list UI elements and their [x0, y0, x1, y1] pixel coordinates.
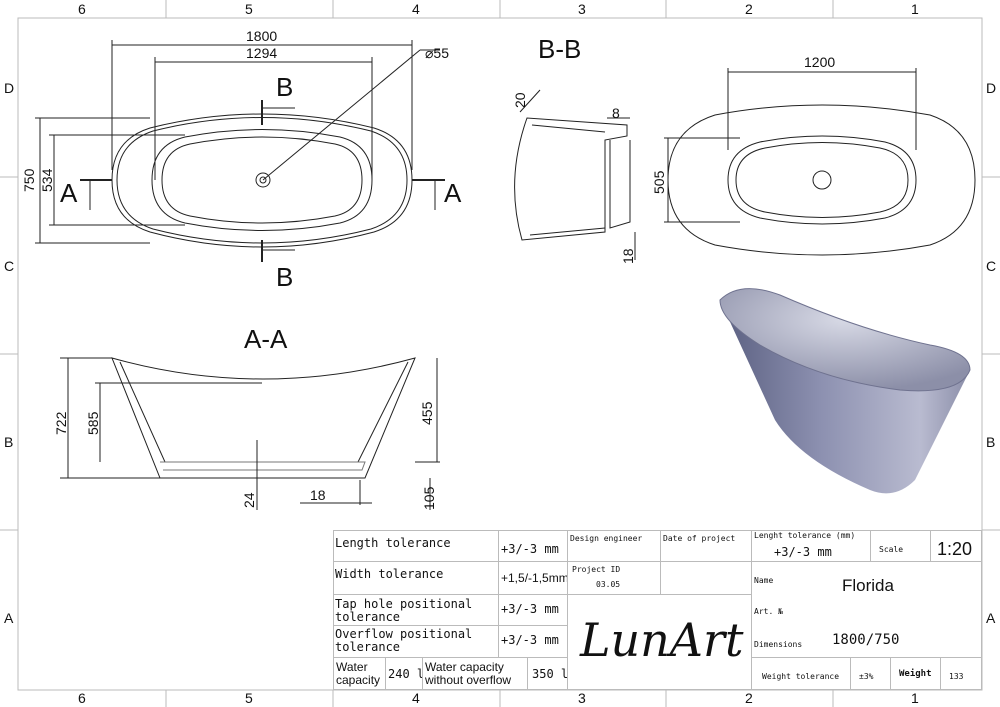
top-view [35, 40, 445, 262]
dim-750: 750 [21, 168, 37, 192]
project-id-label: Project ID [572, 565, 621, 574]
dim-505: 505 [651, 170, 667, 194]
row-label: C [4, 258, 15, 274]
water-capacity-no-overflow-label: Water capacity without overflow [425, 660, 512, 687]
date-label: Date of project [663, 534, 736, 543]
length-tolerance-label: Length tolerance [335, 536, 451, 550]
project-id-value: 03.05 [596, 580, 621, 589]
bathtub-3d-render [719, 288, 971, 494]
section-aa-title: A-A [244, 324, 288, 354]
column-label: 5 [245, 1, 253, 17]
width-tolerance-label: Width tolerance [335, 567, 444, 581]
tap-hole-value: +3/-3 mm [501, 602, 559, 616]
section-mark-b-top: B [276, 72, 293, 102]
name-label: Name [754, 576, 774, 585]
column-label: 1 [911, 690, 919, 706]
dim-bb-8: 8 [612, 105, 620, 121]
column-label: 6 [78, 690, 86, 706]
dim-24: 24 [241, 492, 257, 508]
dim-585: 585 [85, 411, 101, 435]
dimensions-value: 1800/750 [832, 632, 900, 648]
row-label: D [4, 80, 15, 96]
dim-455: 455 [419, 401, 435, 425]
dim-18: 18 [310, 487, 326, 503]
row-label: D [986, 80, 997, 96]
length-tolerance-value: +3/-3 mm [501, 542, 559, 556]
dim-1800: 1800 [246, 28, 277, 44]
width-tolerance-value: +1,5/-1,5mm [501, 571, 569, 585]
lenght-tolerance-value: +3/-3 mm [774, 545, 832, 559]
row-label: C [986, 258, 997, 274]
dim-bb-18: 18 [620, 248, 636, 264]
row-label: B [986, 434, 996, 450]
section-mark-a-left: A [60, 178, 78, 208]
column-label: 2 [745, 690, 753, 706]
column-label: 1 [911, 1, 919, 17]
column-label: 5 [245, 690, 253, 706]
art-number-label: Art. № [754, 607, 783, 616]
column-label: 4 [412, 1, 420, 17]
section-bb-title: B-B [538, 34, 581, 64]
column-label: 4 [412, 690, 420, 706]
section-mark-b-bottom: B [276, 262, 293, 292]
signature: LunArt [580, 613, 744, 667]
column-label: 3 [578, 1, 586, 17]
dim-534: 534 [39, 168, 55, 192]
water-capacity-no-overflow-value: 350 l [532, 667, 569, 681]
dim-1200: 1200 [804, 54, 835, 70]
weight-tolerance-value: ±3% [859, 672, 874, 681]
scale-value: 1:20 [937, 539, 973, 559]
scale-label: Scale [879, 545, 904, 554]
section-mark-a-right: A [444, 178, 462, 208]
dim-722: 722 [53, 411, 69, 435]
dimensions-label: Dimensions [754, 640, 803, 649]
lenght-tolerance-label: Lenght tolerance (mm) [754, 531, 856, 540]
row-label: B [4, 434, 14, 450]
weight-tolerance-label: Weight tolerance [762, 672, 840, 681]
section-bb [514, 89, 636, 260]
top-view-right [664, 68, 976, 256]
product-name: Florida [842, 576, 894, 595]
dim-drain: ⌀55 [425, 45, 449, 61]
row-label: A [4, 610, 14, 626]
section-aa [60, 357, 440, 510]
dim-bb-20: 20 [512, 92, 528, 108]
column-label: 2 [745, 1, 753, 17]
water-capacity-value: 240 l [388, 667, 425, 681]
dim-105: 105 [421, 486, 437, 510]
design-engineer-label: Design engineer [570, 534, 643, 543]
dim-1294: 1294 [246, 45, 277, 61]
water-capacity-label: Water capacity [336, 660, 381, 687]
row-label: A [986, 610, 996, 626]
overflow-label: Overflow positional tolerance [335, 627, 473, 654]
column-label: 3 [578, 690, 586, 706]
tap-hole-label: Tap hole positional tolerance [335, 597, 473, 624]
overflow-value: +3/-3 mm [501, 633, 559, 647]
weight-value: 133 [949, 672, 964, 681]
column-label: 6 [78, 1, 86, 17]
weight-label: Weight [899, 669, 932, 679]
